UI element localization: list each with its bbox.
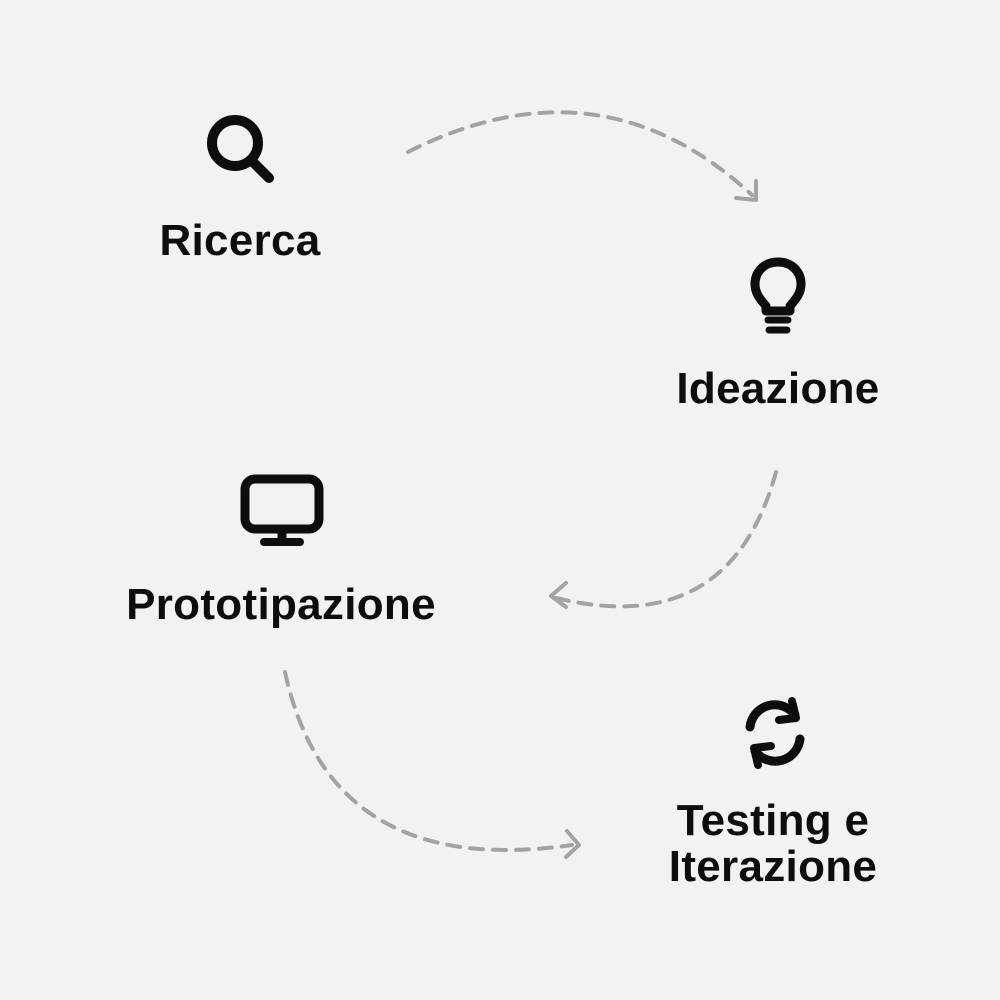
refresh-icon xyxy=(745,697,805,769)
stage-label-ricerca: Ricerca xyxy=(159,216,321,265)
monitor-icon xyxy=(240,474,324,546)
search-icon xyxy=(207,115,274,183)
arrowhead-ricerca-to-ideazione xyxy=(734,179,758,202)
stage-label-testing-line-1: Testing e xyxy=(676,796,870,845)
stage-label-prototipazione: Prototipazione xyxy=(126,580,436,629)
arrow-prototipazione-to-testing xyxy=(283,670,574,853)
stage-label-ideazione: Ideazione xyxy=(676,364,880,413)
lightbulb-icon xyxy=(750,257,806,334)
arrow-ideazione-to-prototipazione xyxy=(554,470,778,609)
arrowhead-prototipazione-to-testing xyxy=(564,829,581,859)
stage-label-testing-line-2: Iterazione xyxy=(668,842,878,891)
arrowhead-ideazione-to-prototipazione xyxy=(549,581,568,609)
arrow-ricerca-to-ideazione xyxy=(406,110,754,197)
stage-label-testing-iterazione: Testing e Iterazione xyxy=(640,798,906,890)
